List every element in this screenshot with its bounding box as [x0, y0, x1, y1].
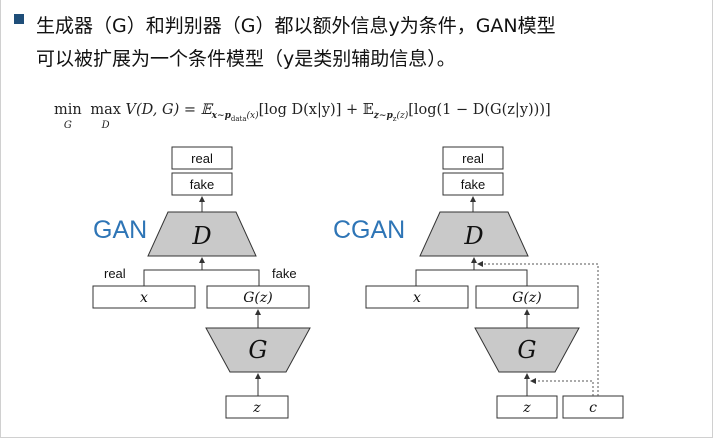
bullet-square-icon	[14, 14, 24, 24]
bullet-line-2: 可以被扩展为一个条件模型（y是类别辅助信息）。	[36, 48, 456, 70]
gan-input-fake-label: fake	[272, 266, 297, 281]
gan-discriminator-label: D	[191, 222, 211, 250]
gan-discriminator-block	[147, 211, 257, 257]
cgan-x-label: x	[413, 290, 421, 306]
formula-body-1: V(D, G) = 𝔼	[125, 102, 212, 118]
gan-generator-label: G	[248, 336, 267, 364]
gan-z-label: z	[252, 400, 261, 416]
formula-sub-1: x∼p	[211, 110, 231, 121]
formula-sub-1c: (x)	[246, 110, 259, 121]
cgan-gz-label: G(z)	[512, 290, 541, 306]
gan-output-fake-box	[171, 172, 233, 196]
cgan-title: CGAN	[333, 216, 405, 244]
gan-input-real-label: real	[104, 266, 126, 281]
formula-sub-2b: z	[392, 114, 397, 123]
cgan-output-real-box	[442, 146, 504, 170]
cgan-gz-box	[475, 285, 579, 309]
gan-gz-box	[206, 285, 310, 309]
gan-gz-label: G(z)	[243, 290, 272, 306]
gan-x-box	[92, 285, 196, 309]
bullet-text: 生成器（G）和判别器（G）都以额外信息y为条件，GAN模型 可以被扩展为一个条件…	[36, 10, 706, 76]
cgan-merge-connector	[415, 269, 528, 286]
gan-merge-connector	[143, 269, 260, 286]
cgan-generator-label: G	[517, 336, 536, 364]
formula-sub-2: z∼p	[373, 110, 393, 121]
gan-generator-block	[205, 327, 311, 373]
cgan-c-to-generator-path	[530, 378, 594, 396]
cgan-c-label: c	[589, 400, 597, 416]
formula-max: max	[90, 102, 121, 118]
gan-diagram: GAN real fake D real fake x G(z) G z	[92, 146, 311, 419]
cgan-generator-block	[474, 327, 580, 373]
gan-title: GAN	[93, 216, 147, 244]
bullet-line-1: 生成器（G）和判别器（G）都以额外信息y为条件，GAN模型	[36, 15, 556, 37]
cgan-c-to-discriminator-path	[477, 261, 599, 396]
formula-max-sub: D	[101, 120, 110, 131]
cgan-z-box	[496, 395, 558, 419]
formula-sub-2c: (z)	[396, 110, 409, 121]
gan-x-label: x	[140, 290, 148, 306]
cgan-discriminator-block	[419, 211, 529, 257]
cgan-z-label: z	[522, 400, 531, 416]
gan-output-fake-label: fake	[190, 177, 215, 192]
formula-min-sub: G	[63, 120, 72, 131]
formula-min: min	[54, 102, 82, 118]
cgan-discriminator-label: D	[463, 222, 483, 250]
formula-sub-1b: data	[230, 114, 247, 123]
cgan-diagram: CGAN real fake D x G(z) G z c	[333, 146, 624, 419]
gan-z-box	[225, 395, 289, 419]
cgan-output-fake-label: fake	[461, 177, 486, 192]
cgan-x-box	[365, 285, 469, 309]
gan-output-real-label: real	[191, 151, 213, 166]
gan-output-real-box	[171, 146, 233, 170]
cgan-output-real-label: real	[462, 151, 484, 166]
formula-body-2: [log D(x|y)] + 𝔼	[258, 102, 374, 118]
formula-body-3: [log(1 − D(G(z|y)))]	[408, 102, 551, 118]
cgan-output-fake-box	[442, 172, 504, 196]
objective-formula: min G max D V(D, G) = 𝔼x∼pdata(x)[log D(…	[54, 103, 551, 133]
